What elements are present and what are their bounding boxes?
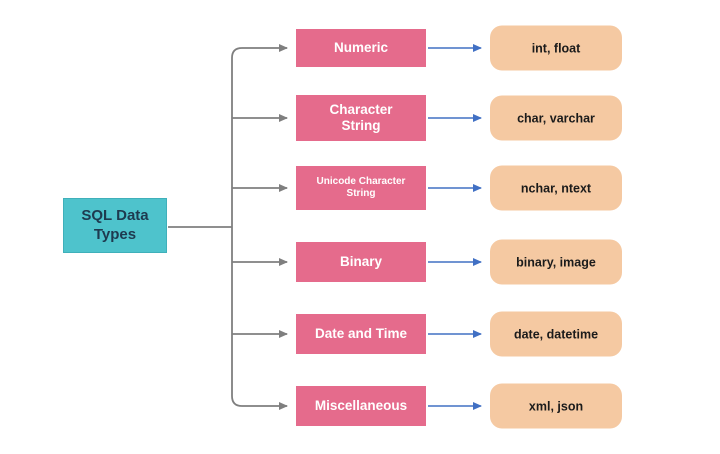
category-node-numeric: Numeric <box>296 29 426 67</box>
example-label: nchar, ntext <box>520 181 592 195</box>
example-label: binary, image <box>516 255 596 269</box>
category-node-character-string: Character String <box>296 95 426 141</box>
example-node-character-string: char, varchar <box>490 95 622 141</box>
example-label: xml, json <box>528 399 584 413</box>
category-node-miscellaneous: Miscellaneous <box>296 386 426 426</box>
example-node-date-and-time: date, datetime <box>490 311 622 357</box>
category-label: Date and Time <box>314 325 408 341</box>
branch-arrow-0 <box>231 44 288 59</box>
root-node-sql-data-types: SQL Data Types <box>63 198 167 253</box>
root-node-label: SQL Data Types <box>81 206 149 243</box>
example-node-binary: binary, image <box>490 239 622 285</box>
category-node-date-and-time: Date and Time <box>296 314 426 354</box>
category-label: Character String <box>329 101 393 133</box>
example-label: char, varchar <box>517 111 595 125</box>
category-node-binary: Binary <box>296 242 426 282</box>
example-node-numeric: int, float <box>490 25 622 71</box>
example-label: date, datetime <box>513 327 599 341</box>
example-node-miscellaneous: xml, json <box>490 383 622 429</box>
example-label: int, float <box>531 41 581 55</box>
category-label: Binary <box>339 253 383 269</box>
category-label: Numeric <box>333 39 389 55</box>
branch-arrow-5 <box>231 395 288 410</box>
category-label: Miscellaneous <box>314 397 408 413</box>
example-node-unicode-character-string: nchar, ntext <box>490 165 622 211</box>
category-node-unicode-character-string: Unicode Character String <box>296 166 426 210</box>
category-label: Unicode Character String <box>316 176 406 199</box>
